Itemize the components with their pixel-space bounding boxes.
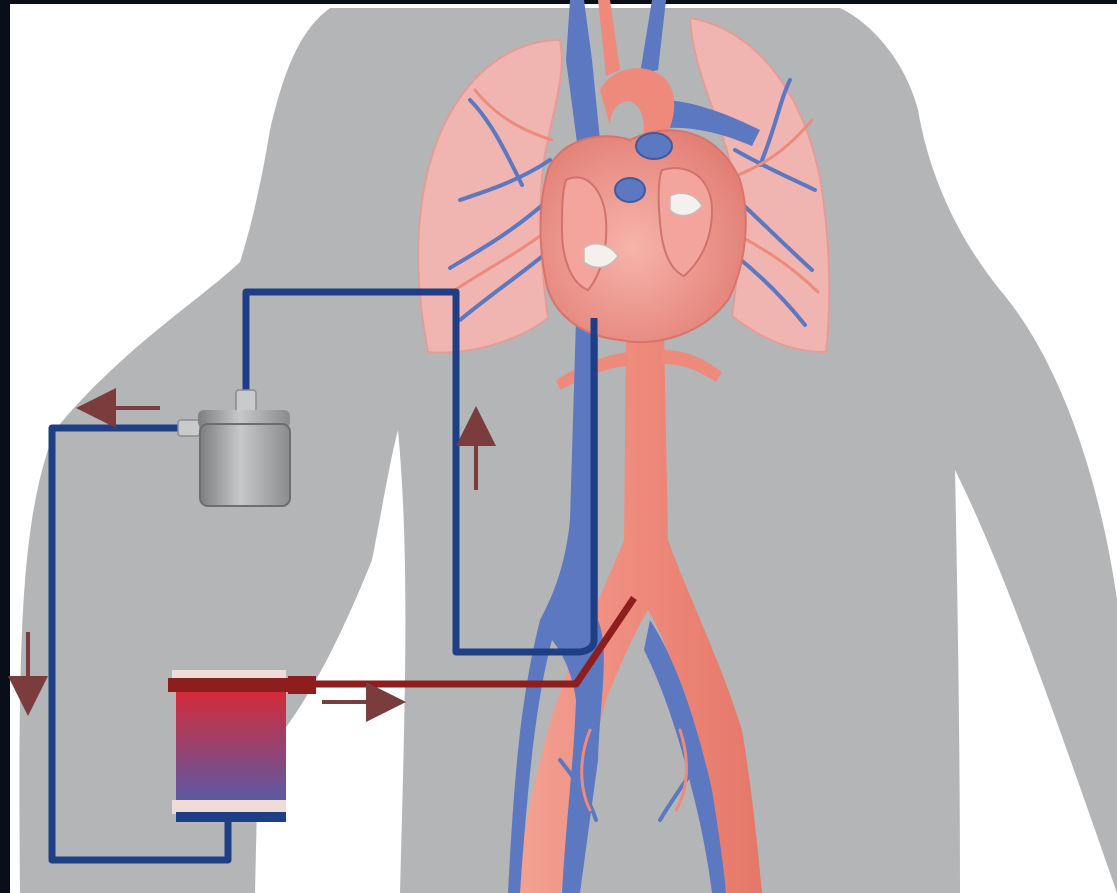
frame-top-edge [0, 0, 1117, 4]
pulmonary-valve [636, 133, 672, 159]
frame-left-edge [0, 0, 10, 893]
aortic-valve [615, 178, 645, 202]
pump-outlet-connector [178, 420, 200, 436]
pump-inlet-connector [236, 390, 256, 412]
oxygenator-chamber [176, 692, 286, 802]
oxygenator-blood-port [288, 676, 316, 694]
pump-housing [200, 424, 290, 506]
oxygenator-outlet-port [168, 678, 308, 692]
oxygenator-bottom-cap [172, 800, 286, 814]
oxygenator-bottom-band [176, 812, 286, 822]
